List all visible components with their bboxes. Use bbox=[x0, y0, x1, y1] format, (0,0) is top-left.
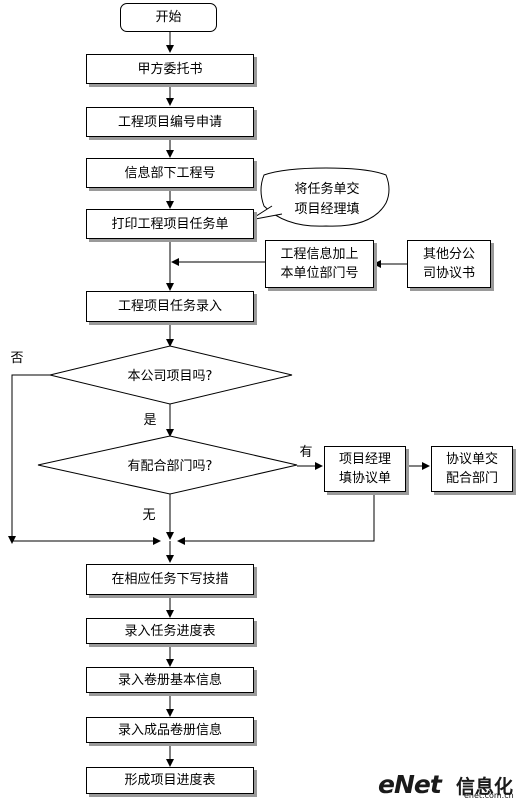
add-dept-line-2: 本单位部门号 bbox=[280, 266, 359, 281]
callout-line-2: 项目经理填 bbox=[294, 202, 360, 217]
label-has: 有 bbox=[299, 445, 313, 460]
progress-entry-label: 录入任务进度表 bbox=[124, 623, 216, 639]
agreement-line-1: 协议单交 bbox=[445, 452, 498, 467]
label-no: 否 bbox=[10, 351, 24, 366]
volume-info-label: 录入卷册基本信息 bbox=[117, 672, 222, 688]
pm-fill-line-2: 填协议单 bbox=[338, 471, 391, 486]
agreement-line-2: 配合部门 bbox=[445, 471, 498, 486]
callout-text: 将任务单交 项目经理填 bbox=[280, 180, 374, 220]
other-company-line-1: 其他分公 bbox=[422, 247, 475, 262]
apply-number-box: 工程项目编号申请 bbox=[86, 107, 254, 137]
apply-number-label: 工程项目编号申请 bbox=[117, 114, 222, 130]
volume-info-box: 录入卷册基本信息 bbox=[86, 667, 254, 693]
decision-diamond-coop-dept bbox=[37, 435, 298, 495]
label-none: 无 bbox=[142, 508, 156, 523]
progress-entry-box: 录入任务进度表 bbox=[86, 618, 254, 644]
task-entry-box: 工程项目任务录入 bbox=[86, 291, 254, 322]
callout-bubble bbox=[260, 167, 390, 227]
print-task-box: 打印工程项目任务单 bbox=[86, 209, 254, 239]
commission-label: 甲方委托书 bbox=[137, 61, 203, 77]
watermark-brand-cn: 信息化 bbox=[456, 776, 514, 798]
pm-fill-box: 项目经理 填协议单 bbox=[324, 446, 406, 492]
line-no-branch bbox=[11, 374, 50, 541]
callout-line-1: 将任务单交 bbox=[294, 182, 360, 197]
project-progress-label: 形成项目进度表 bbox=[124, 773, 216, 788]
task-entry-label: 工程项目任务录入 bbox=[117, 299, 222, 314]
watermark-brand: eNet bbox=[378, 770, 442, 799]
label-yes: 是 bbox=[143, 413, 157, 428]
enet-watermark-logo: eNet 信息化 enet.com.cn bbox=[378, 770, 518, 800]
pm-fill-line-1: 项目经理 bbox=[338, 452, 391, 467]
final-volume-label: 录入成品卷册信息 bbox=[117, 722, 222, 738]
write-measures-label: 在相应任务下写技措 bbox=[111, 572, 229, 587]
line-pm-return bbox=[180, 492, 375, 542]
print-task-label: 打印工程项目任务单 bbox=[111, 216, 229, 232]
agreement-box: 协议单交 配合部门 bbox=[431, 446, 513, 492]
decision-diamond-own-project bbox=[49, 345, 293, 405]
start-label: 开始 bbox=[155, 10, 182, 25]
decision-own-project-label: 本公司项目吗? bbox=[127, 369, 213, 384]
write-measures-box: 在相应任务下写技措 bbox=[86, 564, 254, 595]
decision-coop-dept-label: 有配合部门吗? bbox=[127, 459, 213, 474]
issue-number-label: 信息部下工程号 bbox=[124, 165, 216, 181]
add-dept-line-1: 工程信息加上 bbox=[280, 247, 359, 262]
watermark-url: enet.com.cn bbox=[464, 791, 514, 800]
other-company-box: 其他分公 司协议书 bbox=[407, 240, 491, 288]
issue-number-box: 信息部下工程号 bbox=[86, 158, 254, 188]
final-volume-box: 录入成品卷册信息 bbox=[86, 717, 254, 743]
add-dept-box: 工程信息加上 本单位部门号 bbox=[265, 240, 374, 288]
project-progress-box: 形成项目进度表 bbox=[86, 767, 254, 794]
start-terminal: 开始 bbox=[120, 3, 217, 32]
commission-box: 甲方委托书 bbox=[86, 54, 254, 84]
other-company-line-2: 司协议书 bbox=[422, 266, 475, 281]
